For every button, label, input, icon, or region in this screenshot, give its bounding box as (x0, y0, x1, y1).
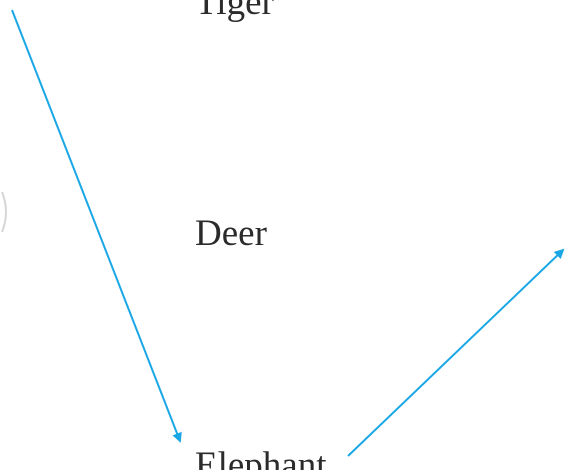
node-label-elephant: Elephant (195, 445, 327, 470)
node-label-tiger: Tiger (195, 0, 274, 23)
arrow-to-elephant (11, 9, 182, 443)
partial-label-fragment (1, 191, 7, 233)
arrow-from-elephant (347, 248, 565, 457)
node-label-deer: Deer (195, 213, 267, 254)
